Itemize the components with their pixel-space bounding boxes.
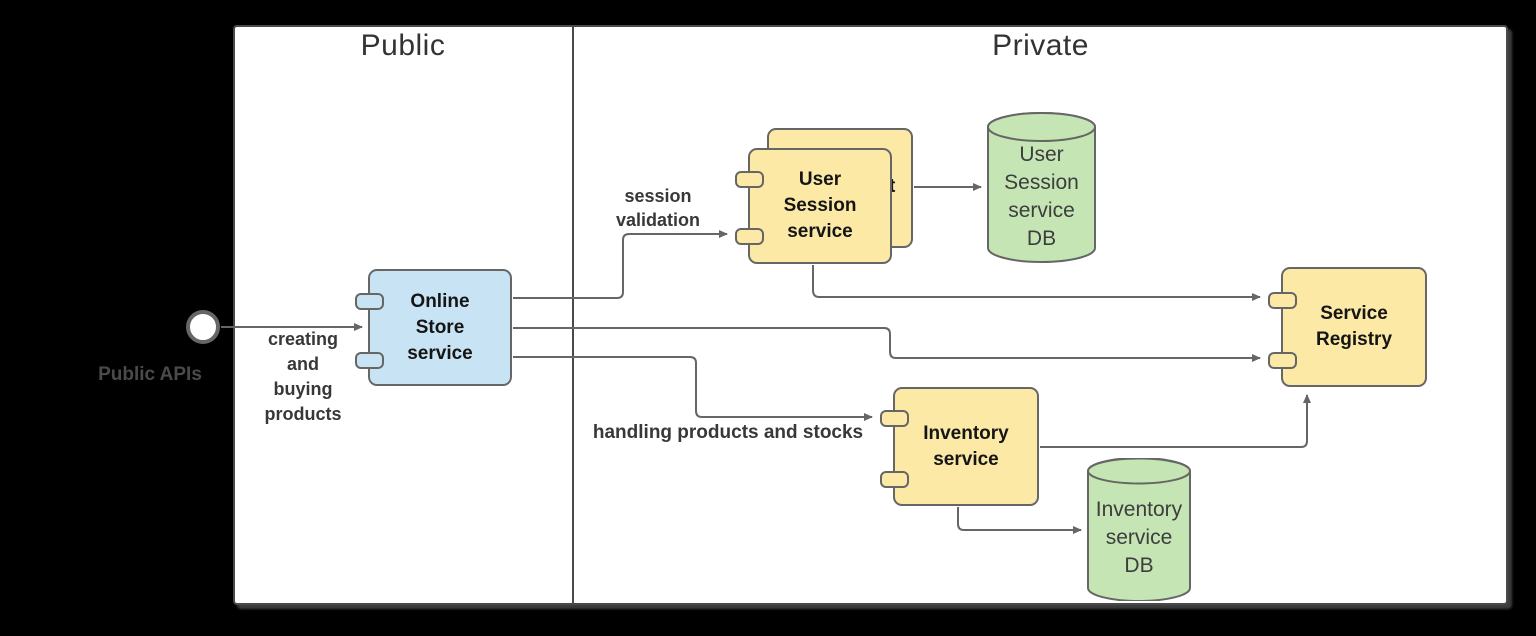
public-apis-label: Public APIs [98,364,202,385]
zone-divider [572,25,574,605]
service-registry-label: Service Registry [1315,303,1393,350]
inventory-port-bottom[interactable] [880,471,909,488]
online-store-label: Online Store service [407,290,473,364]
inventory-service-component[interactable]: Inventory service [880,387,1039,506]
database-cylinder-shape [987,112,1096,263]
edge-label-handling-products-and-stocks: handling products and stocks [592,422,864,443]
user-session-service-component[interactable]: User Session service [735,148,892,264]
user-session-port-bottom[interactable] [735,228,764,245]
public-api-interface-circle[interactable] [186,310,220,344]
online-store-service-component[interactable]: Online Store service [355,269,512,386]
zone-title-public: Public [360,29,446,62]
inventory-db-label: Inventory service DB [1095,498,1183,577]
service-registry-component[interactable]: Service Registry [1268,267,1427,387]
online-store-port-top[interactable] [355,293,384,310]
user-session-db-label: User Session service DB [1004,143,1079,250]
user-session-port-top[interactable] [735,171,764,188]
edge-label-creating-and-buying-products: creating and buying products [264,329,342,424]
online-store-port-bottom[interactable] [355,352,384,369]
user-session-label: User Session service [783,169,857,242]
service-registry-port-top[interactable] [1268,292,1297,309]
user-session-db-cylinder[interactable]: User Session service DB [987,112,1096,263]
service-registry-port-bottom[interactable] [1268,352,1297,369]
inventory-port-top[interactable] [880,410,909,427]
zone-title-private: Private [992,29,1089,62]
database-cylinder-shape [1087,458,1191,601]
user-session-back-label-fragment: t [889,176,896,197]
inventory-label: Inventory service [923,422,1009,470]
edge-label-session-validation: session validation [615,186,700,230]
inventory-db-cylinder[interactable]: Inventory service DB [1087,458,1191,601]
